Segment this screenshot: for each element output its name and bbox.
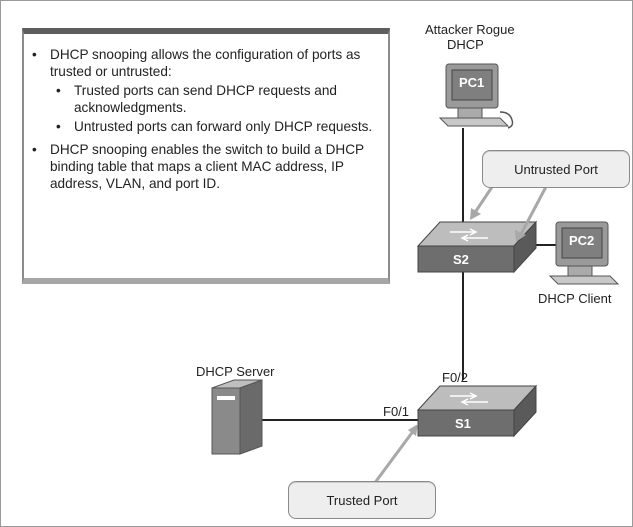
pc2-icon	[548, 221, 620, 285]
pc2-label: PC2	[569, 233, 595, 248]
pc1-icon	[438, 63, 514, 129]
port-f02-label: F0/2	[442, 370, 469, 385]
attacker-label-line1: Attacker Rogue	[425, 22, 515, 37]
bullet-trusted-untrusted: DHCP snooping allows the configuration o…	[32, 46, 374, 139]
info-panel: DHCP snooping allows the configuration o…	[22, 28, 390, 284]
port-f01-label: F0/1	[383, 404, 410, 419]
sub-bullet-trusted: Trusted ports can send DHCP requests and…	[56, 82, 374, 116]
pc1-label: PC1	[459, 75, 485, 90]
dhcp-server-icon	[211, 379, 263, 455]
s2-label: S2	[453, 252, 469, 267]
bullet-text: DHCP snooping allows the configuration o…	[50, 47, 361, 79]
trusted-port-callout: Trusted Port	[288, 481, 436, 519]
switch-s1-icon	[416, 384, 538, 438]
attacker-label-line2: DHCP	[447, 37, 484, 52]
sub-bullet-untrusted: Untrusted ports can forward only DHCP re…	[56, 118, 374, 135]
s1-label: S1	[455, 416, 471, 431]
switch-s2-icon	[416, 220, 538, 274]
dhcp-client-label: DHCP Client	[538, 291, 612, 306]
untrusted-port-callout: Untrusted Port	[482, 150, 630, 188]
bullet-binding-table: DHCP snooping enables the switch to buil…	[32, 141, 374, 192]
dhcp-server-label: DHCP Server	[196, 364, 275, 379]
